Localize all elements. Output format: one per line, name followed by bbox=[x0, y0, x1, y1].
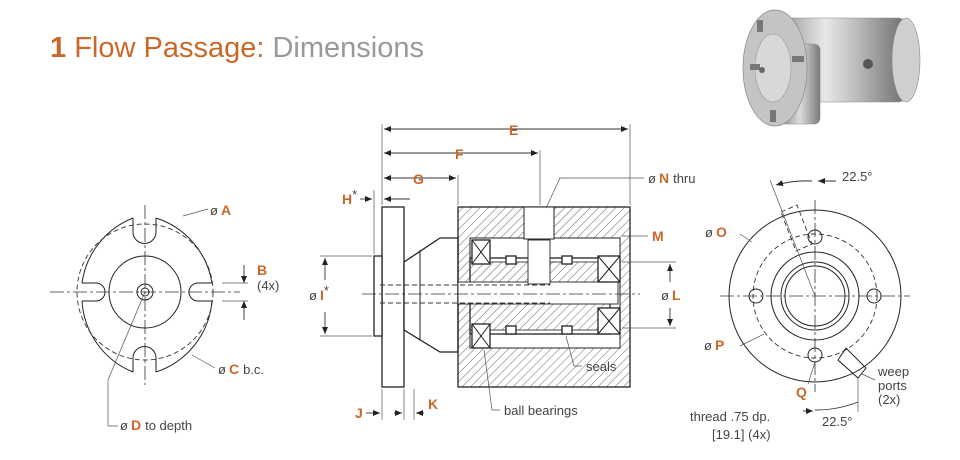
label-weep-1: weep bbox=[877, 364, 909, 379]
label-B-note: (4x) bbox=[257, 278, 279, 293]
label-Q: Q bbox=[796, 384, 807, 400]
label-weep-2: ports bbox=[878, 378, 907, 393]
label-thread-2: [19.1] (4x) bbox=[712, 427, 771, 442]
label-E: E bbox=[509, 122, 518, 138]
section-view bbox=[320, 124, 676, 420]
label-M: M bbox=[652, 228, 664, 244]
label-thread-1: thread .75 dp. bbox=[690, 409, 770, 424]
label-K: K bbox=[428, 396, 438, 412]
label-B: B bbox=[257, 262, 267, 278]
title-number: 1 bbox=[50, 32, 67, 64]
label-weep-3: (2x) bbox=[878, 392, 900, 407]
title-sub: Dimensions bbox=[272, 32, 424, 64]
rear-view bbox=[720, 178, 910, 414]
label-J: J bbox=[355, 405, 363, 421]
label-G: G bbox=[413, 171, 424, 187]
label-H: H* bbox=[342, 187, 357, 207]
label-angle-top: 22.5° bbox=[842, 169, 873, 184]
page-title: 1 Flow Passage: Dimensions bbox=[50, 30, 424, 66]
label-F: F bbox=[455, 146, 464, 162]
product-photo bbox=[742, 9, 921, 127]
title-main: Flow Passage: bbox=[74, 32, 265, 64]
label-ball-bearings: ball bearings bbox=[504, 403, 578, 418]
label-seals: seals bbox=[586, 359, 617, 374]
front-view bbox=[50, 205, 248, 427]
label-angle-bottom: 22.5° bbox=[822, 414, 853, 429]
